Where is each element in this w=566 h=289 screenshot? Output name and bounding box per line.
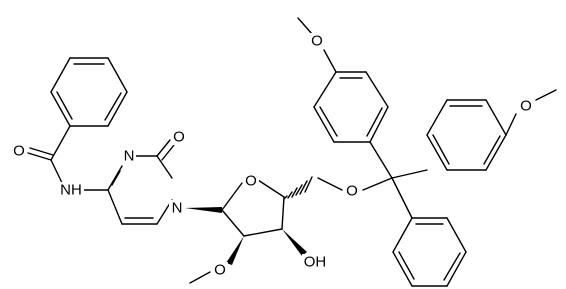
hash-c4prime-c5prime	[283, 176, 313, 200]
methoxyphenyl-ring-right	[426, 89, 557, 171]
svg-text:O: O	[311, 33, 323, 50]
benzamide-carbonyl	[27, 125, 71, 188]
svg-text:N: N	[172, 200, 183, 217]
atom-n1-pyrimidine: N	[169, 200, 185, 217]
atom-o-amide: O	[11, 143, 27, 160]
wedge-c2prime-o	[226, 236, 244, 265]
ribose-ring	[221, 179, 285, 237]
atom-n3-pyrimidine: N	[122, 148, 136, 165]
svg-text:O: O	[173, 129, 185, 146]
pyrimidine-c2-carbonyl	[156, 139, 175, 161]
atom-o-methoxy-2prime: O	[212, 262, 228, 279]
svg-text:OH: OH	[304, 254, 327, 271]
svg-text:O: O	[13, 143, 25, 160]
atom-oh-3prime: OH	[302, 254, 328, 271]
atom-n-amide: NH	[58, 182, 84, 199]
wedge-n1-c1prime	[185, 207, 222, 213]
bond-c5prime-o	[317, 177, 343, 191]
bond-ome-methyl-2prime	[189, 271, 211, 284]
bond-o-trityl	[362, 177, 393, 191]
wedge-c3prime-oh	[282, 229, 307, 256]
svg-text:NH: NH	[60, 182, 82, 199]
methoxyphenyl-ring-top	[297, 17, 389, 143]
atom-o-ribose-ring: O	[243, 173, 259, 190]
pyrimidine-ring	[107, 155, 173, 225]
atom-o-methoxy-top: O	[310, 33, 324, 50]
phenyl-ring-bottom	[392, 217, 467, 287]
svg-text:O: O	[346, 183, 358, 200]
atom-o-ether: O	[344, 183, 360, 200]
svg-text:O: O	[214, 262, 226, 279]
svg-text:O: O	[520, 98, 532, 115]
trityl-center-bonds	[369, 141, 428, 219]
atom-labels: O O O NH N O N O	[11, 33, 533, 279]
atom-o-carbonyl-c2: O	[171, 129, 187, 146]
atom-o-methoxy-right: O	[519, 98, 533, 115]
svg-text:N: N	[124, 148, 135, 165]
bonds	[27, 17, 557, 287]
benzoyl-phenyl-ring	[50, 57, 128, 127]
svg-text:O: O	[245, 173, 257, 190]
